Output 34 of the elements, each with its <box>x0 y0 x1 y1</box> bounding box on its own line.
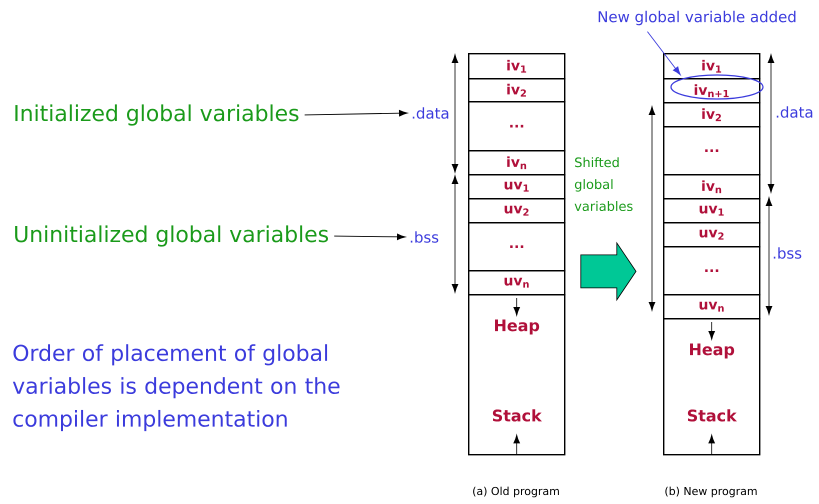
memory-cell: ... <box>663 246 760 296</box>
node-label: (b) New program <box>665 486 757 498</box>
memory-cell: iv$_{n}$ <box>468 150 566 176</box>
text-label: .data <box>412 107 448 119</box>
memory-cell: ... <box>468 101 566 152</box>
memory-region: Heap Stack <box>663 318 760 456</box>
node-label: (a) Old program <box>473 486 559 498</box>
memory-cell: uv$_{1}$ <box>468 174 566 200</box>
leader-line <box>646 31 681 76</box>
memory-cell: iv$_{1}$ <box>663 53 760 80</box>
arrow <box>304 110 408 116</box>
memory-region: Heap Stack <box>468 294 566 456</box>
memory-cell: uv$_{n}$ <box>468 270 566 296</box>
memory-cell: uv$_{1}$ <box>663 198 760 224</box>
memory-cell: uv$_{2}$ <box>468 198 566 224</box>
text-label: Initialized global variables <box>15 104 298 126</box>
memory-cell: iv$_{2}$ <box>663 102 760 128</box>
note-text: Order of placement of global variables is dependent on the compiler implementation <box>12 344 340 432</box>
text-label: .bss <box>410 231 438 243</box>
memory-cell: ... <box>663 126 760 176</box>
memory-cell: ... <box>468 222 566 272</box>
side-note: Shifted global variables <box>574 157 633 212</box>
block-arrow <box>580 242 636 302</box>
memory-cell: uv$_{n}$ <box>663 294 760 320</box>
memory-cell: iv$_{1}$ <box>468 53 566 80</box>
text-label: Uninitialized global variables <box>15 225 328 247</box>
memory-cell: iv$_{2}$ <box>468 78 566 102</box>
memory-cell: iv$_{n+1}$ <box>663 78 760 104</box>
section-label: .bss <box>774 247 802 259</box>
memory-cell: uv$_{2}$ <box>663 222 760 248</box>
memory-cell: iv$_{n}$ <box>663 174 760 200</box>
arrow <box>334 234 406 240</box>
text-label: New global variable added <box>598 10 796 26</box>
section-label: .data <box>776 106 812 118</box>
